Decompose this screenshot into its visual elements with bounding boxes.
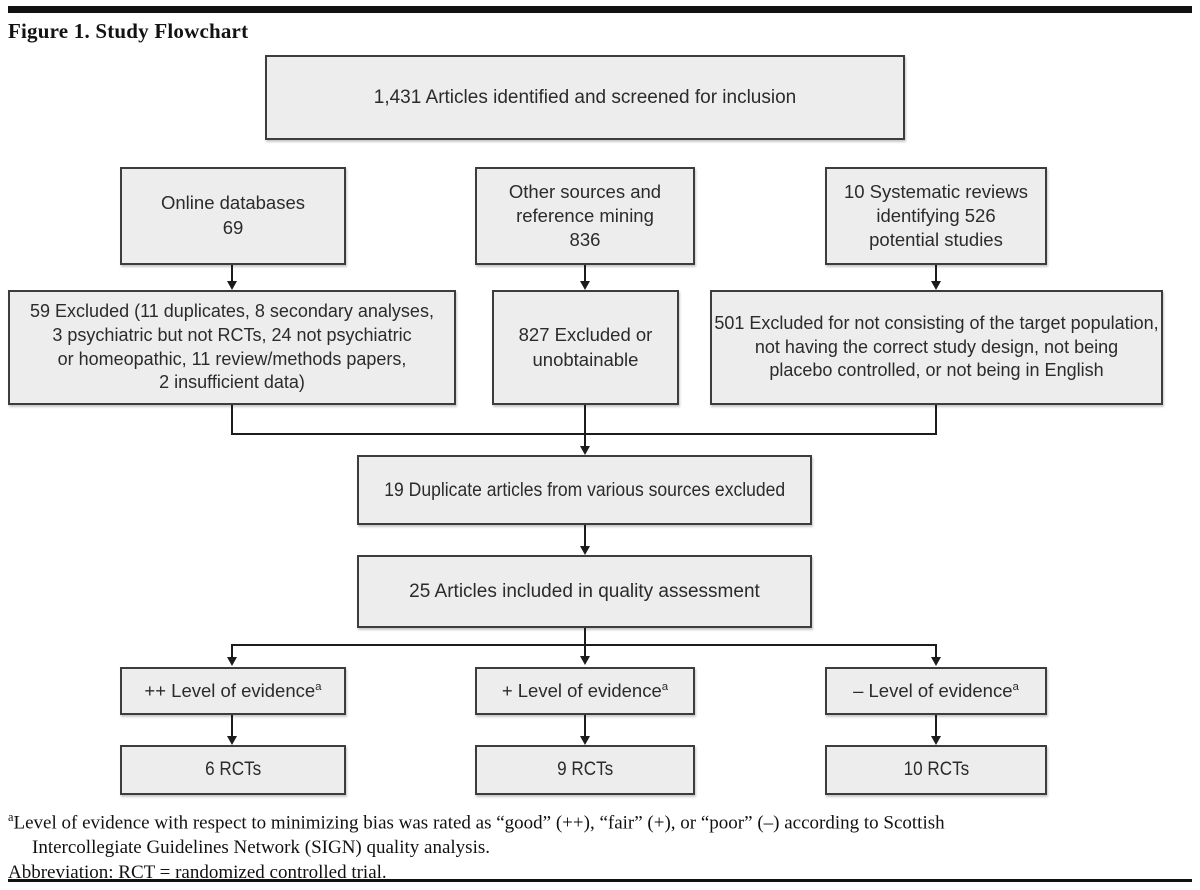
arrow-other-to-excluded [580, 265, 590, 290]
box-evidence-fair: + Level of evidencea [475, 667, 695, 715]
connector-left-drop [231, 405, 233, 434]
box-rct-9: 9 RCTs [475, 745, 695, 795]
footnote-mark: a [315, 680, 322, 693]
box-excluded-59: 59 Excluded (11 duplicates, 8 secondary … [8, 290, 456, 405]
arrow-online-to-excluded [227, 265, 237, 290]
arrow-poor-to-rct [931, 715, 941, 745]
box-quality-assessment: 25 Articles included in quality assessme… [357, 555, 812, 628]
box-duplicates-excluded-text: 19 Duplicate articles from various sourc… [384, 478, 785, 501]
box-quality-assessment-text: 25 Articles included in quality assessme… [409, 580, 760, 602]
box-online-databases: Online databases 69 [120, 167, 346, 265]
box-evidence-good-text: ++ Level of evidencea [144, 680, 322, 701]
figure-title: Figure 1. Study Flowchart [8, 19, 249, 43]
box-other-sources: Other sources and reference mining 836 [475, 167, 695, 265]
arrow-duplicates-to-quality [580, 525, 590, 555]
box-excluded-827: 827 Excluded or unobtainable [492, 290, 679, 405]
arrow-branch-right [931, 644, 941, 666]
arrow-good-to-rct [227, 715, 237, 745]
box-articles-screened-text: 1,431 Articles identified and screened f… [373, 86, 797, 108]
top-rule [8, 6, 1192, 13]
box-rct-10-text: 10 RCTs [903, 759, 969, 780]
footnote-mark: a [8, 810, 14, 824]
footnote-mark: a [1012, 680, 1019, 693]
box-rct-6: 6 RCTs [120, 745, 346, 795]
box-evidence-poor-text: – Level of evidencea [853, 680, 1019, 701]
box-rct-6-text: 6 RCTs [204, 759, 262, 780]
footnote-abbreviation: Abbreviation: RCT = randomized controlle… [8, 861, 387, 883]
box-excluded-501: 501 Excluded for not consisting of the t… [710, 290, 1163, 405]
box-evidence-good: ++ Level of evidencea [120, 667, 346, 715]
footnote-evidence-line1: aLevel of evidence with respect to minim… [8, 810, 945, 834]
box-systematic-reviews: 10 Systematic reviews identifying 526 po… [825, 167, 1047, 265]
box-articles-screened: 1,431 Articles identified and screened f… [265, 55, 905, 140]
footnote-evidence-line2: Intercollegiate Guidelines Network (SIGN… [32, 837, 490, 859]
footnote-mark: a [661, 680, 669, 693]
box-online-databases-text: Online databases 69 [161, 192, 305, 238]
bottom-rule [8, 879, 1192, 882]
box-rct-9-text: 9 RCTs [556, 759, 614, 780]
box-excluded-501-text: 501 Excluded for not consisting of the t… [714, 312, 1159, 381]
box-duplicates-excluded: 19 Duplicate articles from various sourc… [357, 455, 812, 525]
arrow-merge-to-duplicates [580, 405, 590, 455]
box-excluded-59-text: 59 Excluded (11 duplicates, 8 secondary … [30, 300, 434, 393]
connector-right-drop [935, 405, 937, 434]
box-other-sources-text: Other sources and reference mining 836 [508, 180, 662, 251]
box-systematic-reviews-text: 10 Systematic reviews identifying 526 po… [843, 180, 1029, 251]
arrow-fair-to-rct [580, 715, 590, 745]
footnotes: aLevel of evidence with respect to minim… [8, 809, 1188, 885]
arrow-branch-center [580, 628, 590, 665]
box-evidence-poor: – Level of evidencea [825, 667, 1047, 715]
box-excluded-827-text: 827 Excluded or unobtainable [518, 323, 653, 370]
arrow-branch-left [227, 644, 237, 666]
arrow-reviews-to-excluded [931, 265, 941, 290]
box-rct-10: 10 RCTs [825, 745, 1047, 795]
box-evidence-fair-text: + Level of evidencea [501, 680, 669, 701]
